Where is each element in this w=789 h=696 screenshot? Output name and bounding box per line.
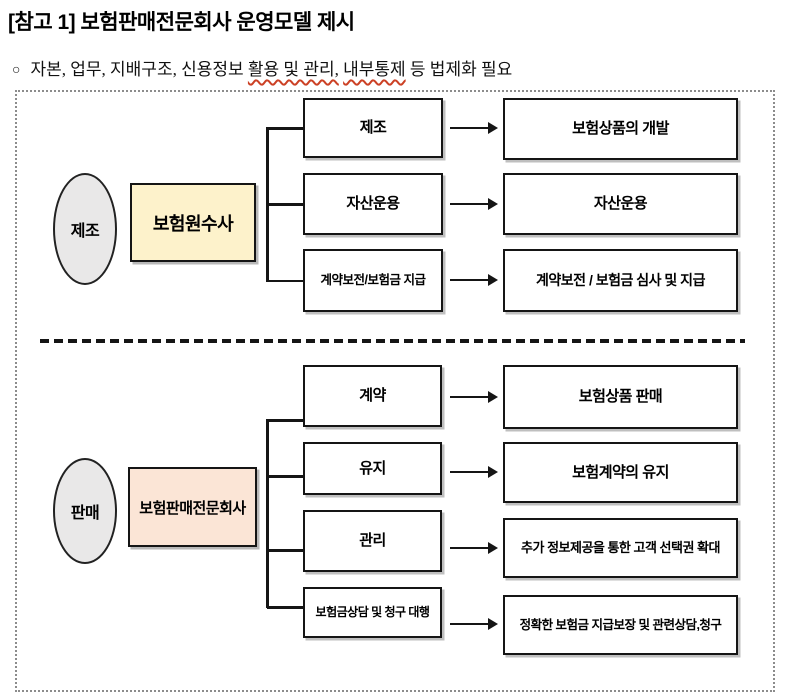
flow-arrow-icon <box>450 466 498 478</box>
result-label: 추가 정보제공을 통한 고객 선택권 확대 <box>521 539 720 555</box>
result-box: 자산운용 <box>503 173 738 235</box>
bullet-text-segment: 등 법제화 필요 <box>405 60 513 79</box>
function-label: 계약보전/보험금 지급 <box>320 273 426 288</box>
function-label: 유지 <box>359 459 386 477</box>
section-divider <box>40 339 745 343</box>
entity-label: 보험판매전문회사 <box>139 499 246 517</box>
entity-box-sales-company: 보험판매전문회사 <box>128 467 257 547</box>
function-label: 제조 <box>359 119 387 137</box>
result-box: 보험상품 판매 <box>503 365 738 429</box>
role-ellipse-manufacture: 제조 <box>53 173 117 285</box>
function-box: 관리 <box>303 510 442 572</box>
function-label: 관리 <box>359 532 386 550</box>
result-box: 보험계약의 유지 <box>503 442 738 503</box>
result-label: 보험계약의 유지 <box>572 463 669 481</box>
function-label: 계약 <box>359 387 386 405</box>
bullet-text-segment: 자본, 업무, 지배구조, 신용정보 <box>30 60 248 79</box>
role-label: 제조 <box>70 223 100 240</box>
role-ellipse-sales: 판매 <box>53 458 117 564</box>
function-box: 제조 <box>303 98 443 158</box>
result-label: 계약보전 / 보험금 심사 및 지급 <box>536 272 705 289</box>
function-label: 자산운용 <box>346 195 400 213</box>
bracket-stub <box>267 475 305 478</box>
bracket-stub <box>267 549 305 552</box>
function-box: 계약 <box>303 365 442 427</box>
entity-box-insurer: 보험원수사 <box>130 183 256 262</box>
bullet-text-spellcheck: 활용 및 관리, <box>247 60 339 79</box>
function-box: 계약보전/보험금 지급 <box>303 249 443 312</box>
bullet-text-spellcheck: 내부통제 <box>343 60 406 79</box>
result-label: 보험상품의 개발 <box>572 120 669 138</box>
bullet-line: ○ 자본, 업무, 지배구조, 신용정보 활용 및 관리, 내부통제 등 법제화 … <box>12 55 512 80</box>
function-box: 유지 <box>303 442 442 495</box>
role-label: 판매 <box>70 505 100 522</box>
flow-arrow-icon <box>450 198 498 210</box>
bracket-line <box>266 419 269 608</box>
bracket-stub <box>267 203 305 206</box>
function-box: 자산운용 <box>303 173 443 235</box>
result-box: 계약보전 / 보험금 심사 및 지급 <box>503 249 738 312</box>
flow-arrow-icon <box>450 618 498 630</box>
bracket-stub <box>267 606 305 609</box>
flow-arrow-icon <box>450 274 498 286</box>
result-label: 보험상품 판매 <box>578 388 663 406</box>
function-label: 보험금상담 및 청구 대행 <box>315 604 430 619</box>
flow-arrow-icon <box>450 542 498 554</box>
flow-arrow-icon <box>450 122 498 134</box>
bracket-stub <box>267 419 305 422</box>
bullet-marker-icon: ○ <box>12 63 21 78</box>
result-box: 보험상품의 개발 <box>503 98 738 160</box>
page-title: [참고 1] 보험판매전문회사 운영모델 제시 <box>8 11 355 34</box>
bracket-stub <box>267 279 305 282</box>
bracket-stub <box>267 127 305 130</box>
result-label: 자산운용 <box>593 195 648 213</box>
result-label: 정확한 보험금 지급보장 및 관련상담,청구 <box>519 617 722 632</box>
flow-arrow-icon <box>450 391 498 403</box>
entity-label: 보험원수사 <box>152 213 234 234</box>
function-box: 보험금상담 및 청구 대행 <box>303 587 442 638</box>
result-box: 정확한 보험금 지급보장 및 관련상담,청구 <box>503 595 738 655</box>
result-box: 추가 정보제공을 통한 고객 선택권 확대 <box>503 518 738 578</box>
